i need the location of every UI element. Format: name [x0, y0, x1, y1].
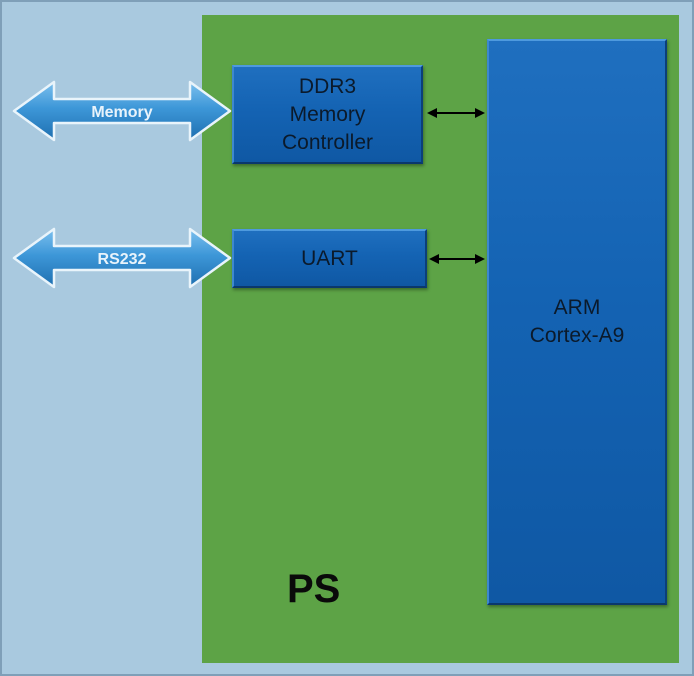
rs232-double-arrow: RS232 — [12, 227, 232, 289]
arm-line-1: ARM — [553, 296, 601, 319]
ddr-line-2: Memory — [289, 102, 366, 126]
arm-cortex-a9-block: ARM Cortex-A9 — [487, 39, 667, 605]
ps-label: PS — [287, 567, 341, 611]
memory-arrow-label: Memory — [91, 104, 152, 121]
ddr-line-3: Controller — [281, 130, 374, 154]
ddr-line-1: DDR3 — [298, 74, 357, 98]
memory-double-arrow: Memory — [12, 80, 232, 142]
uart-label: UART — [301, 246, 358, 270]
arm-line-2: Cortex-A9 — [529, 324, 625, 347]
uart-block: UART — [232, 229, 427, 288]
rs232-arrow-label: RS232 — [98, 251, 147, 268]
ddr3-memory-controller-block: DDR3 Memory Controller — [232, 65, 423, 164]
